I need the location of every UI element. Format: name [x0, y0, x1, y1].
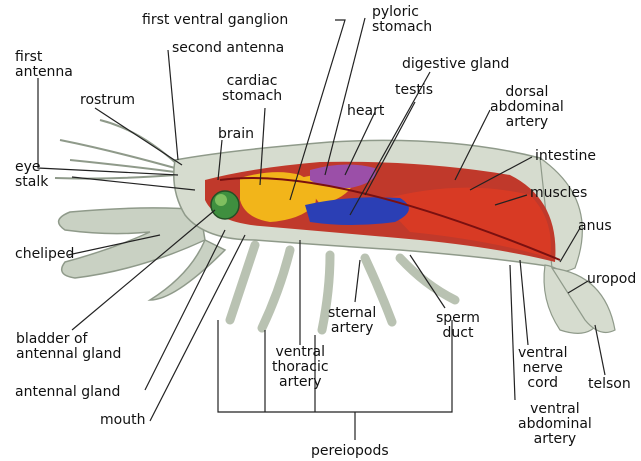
label-pereiopods: pereiopods — [311, 444, 389, 459]
label-digestive-gland: digestive gland — [402, 57, 509, 72]
label-cheliped: cheliped — [15, 247, 74, 262]
label-second-antenna: second antenna — [172, 41, 284, 56]
label-sperm-duct: sperm duct — [436, 311, 480, 341]
label-line: dorsal — [490, 85, 564, 100]
label-line: eye — [15, 160, 48, 175]
label-line: thoracic — [272, 360, 329, 375]
label-ventral-nerve-cord: ventral nerve cord — [518, 346, 568, 391]
label-line: cardiac — [222, 74, 282, 89]
label-telson: telson — [588, 377, 631, 392]
label-rostrum: rostrum — [80, 93, 135, 108]
label-line: ventral — [272, 345, 329, 360]
label-line: stomach — [372, 20, 432, 35]
label-line: abdominal — [518, 417, 592, 432]
label-ventral-abdominal-artery: ventral abdominal artery — [518, 402, 592, 447]
label-antennal-gland: antennal gland — [15, 385, 120, 400]
label-ventral-thoracic-artery: ventral thoracic artery — [272, 345, 329, 390]
label-muscles: muscles — [530, 186, 587, 201]
label-line: sternal — [328, 306, 376, 321]
label-line: artery — [328, 321, 376, 336]
label-line: antenna — [15, 65, 73, 80]
label-first-ventral-ganglion: first ventral ganglion — [142, 13, 288, 28]
label-pyloric-stomach: pyloric stomach — [372, 5, 432, 35]
label-line: ventral — [518, 402, 592, 417]
label-line: antennal gland — [16, 347, 121, 362]
label-line: artery — [490, 115, 564, 130]
crayfish-body — [174, 140, 583, 271]
label-dorsal-abdominal-artery: dorsal abdominal artery — [490, 85, 564, 130]
label-cardiac-stomach: cardiac stomach — [222, 74, 282, 104]
label-line: cord — [518, 376, 568, 391]
label-testis: testis — [395, 83, 433, 98]
label-line: sperm — [436, 311, 480, 326]
label-line: ventral — [518, 346, 568, 361]
label-line: abdominal — [490, 100, 564, 115]
label-mouth: mouth — [100, 413, 145, 428]
label-line: bladder of — [16, 332, 121, 347]
label-line: pyloric — [372, 5, 432, 20]
label-heart: heart — [347, 104, 384, 119]
label-anus: anus — [578, 219, 612, 234]
label-sternal-artery: sternal artery — [328, 306, 376, 336]
label-uropod: uropod — [587, 272, 636, 287]
label-line: nerve — [518, 361, 568, 376]
label-eye-stalk: eye stalk — [15, 160, 48, 190]
label-brain: brain — [218, 127, 254, 142]
label-bladder-of-antennal-gland: bladder of antennal gland — [16, 332, 121, 362]
label-line: stomach — [222, 89, 282, 104]
label-first-antenna: first antenna — [15, 50, 73, 80]
label-line: artery — [518, 432, 592, 447]
label-intestine: intestine — [535, 149, 596, 164]
label-line: artery — [272, 375, 329, 390]
label-line: duct — [436, 326, 480, 341]
label-line: stalk — [15, 175, 48, 190]
label-line: first — [15, 50, 73, 65]
